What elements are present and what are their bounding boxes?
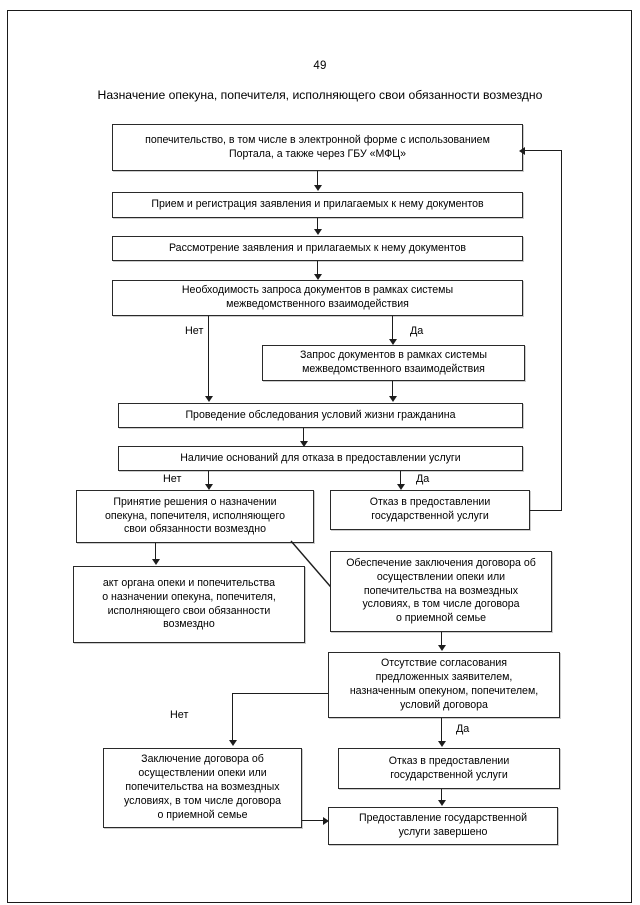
- flow-node-registration: Прием и регистрация заявления и прилагае…: [112, 192, 523, 218]
- branch-label-no-1: Нет: [185, 325, 204, 337]
- flow-node-line: Портала, а также через ГБУ «МФЦ»: [228, 147, 406, 160]
- flow-node-line: Обеспечение заключения договора об: [346, 556, 536, 569]
- flow-node-line: Принятие решения о назначении: [113, 495, 277, 508]
- flow-node-refusal-of-service-1: Отказ в предоставлении государственной у…: [330, 490, 530, 530]
- branch-label-yes-3: Да: [456, 723, 470, 735]
- flow-node-line: условиях, в том числе договора: [123, 794, 282, 807]
- connector-n8-n10: [155, 543, 157, 560]
- flow-node-line: межведомственного взаимодействия: [302, 363, 485, 375]
- flow-node-line: попечительства на возмездных: [363, 584, 519, 597]
- arrowhead-n6-n7: [299, 441, 308, 447]
- flow-node-line: осуществлении опеки или: [138, 767, 267, 780]
- flow-node-refusal-of-service-2: Отказ в предоставлении государственной у…: [338, 748, 560, 789]
- flow-node-line: Запрос документов в рамках системы: [300, 349, 487, 362]
- flow-node-refusal-grounds-check: Наличие оснований для отказа в предостав…: [118, 446, 523, 471]
- arrowhead-n7-no: [204, 484, 213, 490]
- connector-n7-no: [208, 471, 210, 485]
- flow-node-service-completed: Предоставление государственной услуги за…: [328, 807, 558, 845]
- flow-node-contract-conclusion: Заключение договора об осуществлении опе…: [103, 748, 302, 828]
- flow-node-line: Заключение договора об: [141, 753, 264, 766]
- connector-n7-yes: [400, 471, 402, 485]
- flow-node-application-intake: попечительство, в том числе в электронно…: [112, 124, 523, 171]
- flow-node-line: акт органа опеки и попечительства: [102, 576, 276, 589]
- connector-n4-yes: [392, 316, 394, 340]
- flow-node-line: назначенным опекуном, попечителем,: [349, 685, 539, 697]
- connector-n5-n6: [392, 381, 394, 397]
- connector-n3-n4: [317, 261, 319, 275]
- arrowhead-n3-n4: [313, 274, 322, 280]
- flow-node-line: возмездно: [163, 618, 215, 631]
- flow-node-line: исполняющего свои обязанности: [107, 604, 271, 617]
- flow-node-guardianship-act: акт органа опеки и попечительства о назн…: [73, 566, 305, 643]
- branch-label-yes-2: Да: [416, 473, 430, 485]
- connector-n4-no: [208, 316, 210, 397]
- page-title: Назначение опекуна, попечителя, исполняю…: [97, 88, 543, 102]
- flow-node-line: условиях, в том числе договора: [362, 598, 520, 611]
- flow-node-line: Предоставление государственной: [358, 812, 527, 825]
- arrowhead-n5-n6: [388, 396, 397, 402]
- arrowhead-n12-no: [228, 740, 237, 746]
- page-number: 49: [313, 60, 327, 72]
- arrowhead-n7-yes: [396, 484, 405, 490]
- flow-node-line: межведомственного взаимодействия: [226, 298, 409, 310]
- connector-n12-yes: [441, 718, 443, 742]
- flow-node-appointment-decision: Принятие решения о назначении опекуна, п…: [76, 490, 314, 543]
- flow-node-line: о приемной семье: [395, 612, 487, 625]
- branch-label-yes-1: Да: [410, 325, 424, 337]
- flow-node-line: Рассмотрение заявления и прилагаемых к н…: [168, 241, 467, 254]
- connector-n2-n3: [317, 218, 319, 230]
- connector-n9-loopback-horizontal: [530, 510, 562, 512]
- flow-node-line: попечительство, в том числе в электронно…: [145, 133, 490, 146]
- arrowhead-n8-n10: [151, 559, 160, 565]
- connector-n6-n7: [303, 428, 305, 442]
- flow-node-contract-facilitation: Обеспечение заключения договора об осуще…: [330, 551, 552, 632]
- flow-node-line: о приемной семье: [157, 808, 248, 821]
- arrowhead-loopback-to-n1: [519, 146, 525, 155]
- arrowhead-n13-n15: [323, 816, 329, 825]
- flow-node-line: государственной услуги: [390, 768, 508, 781]
- flow-node-line: Прием и регистрация заявления и прилагае…: [151, 198, 484, 211]
- connector-n9-loopback-vertical: [561, 150, 563, 511]
- flow-node-line: свои обязанности возмездно: [123, 523, 266, 536]
- arrowhead-n4-yes: [388, 339, 397, 345]
- connector-n12-no-horizontal: [232, 693, 328, 695]
- arrowhead-n4-no: [204, 396, 213, 402]
- flow-node-line: опекуна, попечителя, исполняющего: [105, 509, 285, 522]
- arrowhead-n14-n15: [437, 800, 446, 806]
- flow-node-living-conditions-survey: Проведение обследования условий жизни гр…: [118, 403, 523, 428]
- arrowhead-n1-n2: [313, 185, 322, 191]
- flow-node-line: Отказ в предоставлении: [369, 496, 491, 509]
- connector-n12-no-vertical: [232, 693, 234, 741]
- flow-node-interagency-request: Запрос документов в рамках системы межве…: [262, 345, 525, 381]
- connector-n13-n15: [302, 820, 324, 822]
- flow-node-line: предложенных заявителем,: [375, 671, 513, 684]
- flow-node-need-interagency-request: Необходимость запроса документов в рамка…: [112, 280, 523, 316]
- connector-n11-n12: [441, 632, 443, 646]
- flow-node-line: государственной услуги: [371, 510, 489, 522]
- flow-node-line: Наличие оснований для отказа в предостав…: [180, 451, 461, 464]
- flow-node-line: Необходимость запроса документов в рамка…: [181, 284, 454, 297]
- page-border: [7, 10, 632, 903]
- branch-label-no-3: Нет: [170, 709, 189, 721]
- connector-n1-n2: [317, 171, 319, 186]
- flow-node-line: Отсутствие согласования: [380, 657, 508, 670]
- flow-node-line: условий договора: [400, 698, 488, 711]
- connector-n9-loopback-top: [524, 150, 562, 152]
- arrowhead-n12-yes: [437, 741, 446, 747]
- flow-node-contract-terms-disagreement: Отсутствие согласования предложенных зая…: [328, 652, 560, 718]
- flow-node-line: Проведение обследования условий жизни гр…: [185, 408, 456, 421]
- flow-node-line: о назначении опекуна, попечителя,: [102, 590, 276, 603]
- branch-label-no-2: Нет: [163, 473, 182, 485]
- flow-node-line: попечительства на возмездных: [125, 781, 280, 794]
- arrowhead-n11-n12: [437, 645, 446, 651]
- arrowhead-n2-n3: [313, 229, 322, 235]
- connector-n14-n15: [441, 789, 443, 801]
- flow-node-line: осуществлении опеки или: [376, 570, 506, 583]
- flow-node-line: услуги завершено: [398, 826, 488, 838]
- flow-node-review: Рассмотрение заявления и прилагаемых к н…: [112, 236, 523, 261]
- flow-node-line: Отказ в предоставлении: [388, 754, 510, 767]
